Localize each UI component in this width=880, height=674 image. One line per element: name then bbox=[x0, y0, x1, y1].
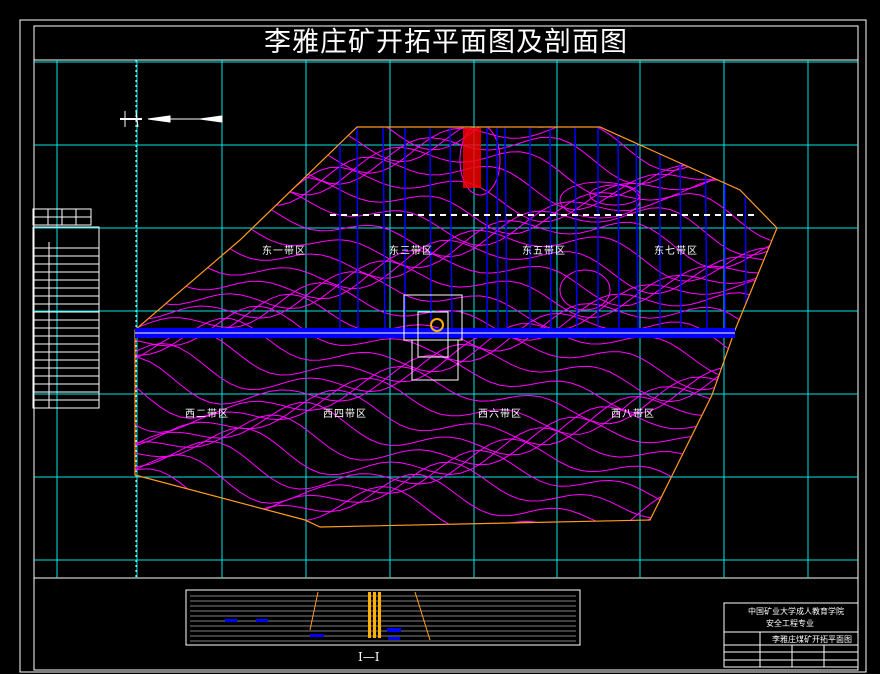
title-block-institution: 中国矿业大学成人教育学院 bbox=[748, 607, 844, 616]
roadway-line bbox=[549, 127, 552, 331]
zone-label-east-5: 东五带区 bbox=[522, 246, 566, 257]
contour-line bbox=[135, 365, 777, 425]
zone-label-east-3: 东三带区 bbox=[389, 246, 433, 257]
roadway-line bbox=[704, 127, 708, 331]
contour-closed bbox=[589, 184, 641, 206]
contour-line bbox=[135, 127, 777, 151]
roadway-line bbox=[635, 127, 639, 331]
contour-line bbox=[135, 377, 777, 435]
section-label: I—I bbox=[358, 650, 380, 664]
contour-line bbox=[135, 127, 777, 185]
roadway-line bbox=[449, 127, 453, 331]
roadway-line bbox=[382, 127, 386, 331]
contour-line bbox=[135, 260, 777, 319]
roadway-line bbox=[617, 127, 620, 331]
north-arrow bbox=[120, 111, 223, 128]
roadway-line bbox=[429, 127, 432, 331]
title-block bbox=[723, 602, 859, 668]
section-view bbox=[185, 589, 581, 646]
contour-line bbox=[135, 233, 777, 295]
contour-line bbox=[135, 249, 777, 307]
contour-line bbox=[135, 209, 777, 269]
outer-frame bbox=[19, 19, 867, 673]
contour-line bbox=[135, 177, 777, 235]
contour-line bbox=[135, 438, 777, 498]
contour-line bbox=[135, 271, 777, 330]
legend-table bbox=[32, 208, 100, 409]
contour-line bbox=[135, 401, 777, 456]
title-block-drawing-name: 李雅庄煤矿开拓平面图 bbox=[772, 635, 852, 644]
main-roadway bbox=[135, 214, 755, 338]
contour-line bbox=[135, 427, 777, 486]
zone-label-west-6: 西六带区 bbox=[478, 409, 522, 420]
roadway-line bbox=[504, 127, 508, 331]
contour-closed bbox=[459, 127, 501, 196]
contour-line bbox=[135, 414, 777, 475]
contour-line bbox=[135, 318, 777, 379]
contour-lines bbox=[135, 127, 777, 527]
zone-label-east-7: 东七带区 bbox=[654, 246, 698, 257]
contour-line bbox=[135, 221, 777, 282]
contour-closed bbox=[559, 269, 611, 311]
contour-line bbox=[135, 486, 777, 527]
roadway-line bbox=[356, 127, 359, 331]
zone-label-west-4: 西四带区 bbox=[323, 409, 367, 420]
contour-line bbox=[135, 461, 777, 519]
contour-line bbox=[135, 127, 777, 163]
contour-line bbox=[135, 342, 777, 403]
contour-line bbox=[135, 305, 777, 366]
roadway-line bbox=[496, 127, 499, 331]
contour-closed bbox=[559, 181, 641, 219]
zone-label-west-8: 西八带区 bbox=[611, 409, 655, 420]
title-block-major: 安全工程专业 bbox=[766, 619, 814, 628]
roadway-line bbox=[679, 127, 682, 331]
contour-line bbox=[135, 282, 777, 341]
drawing-title: 李雅庄矿开拓平面图及剖面图 bbox=[264, 27, 628, 58]
shaft-yard bbox=[403, 128, 481, 381]
zone-label-east-1: 东一带区 bbox=[262, 246, 306, 257]
roadway-line bbox=[744, 127, 747, 331]
coordinate-grid bbox=[34, 60, 858, 578]
zone-label-west-2: 西二带区 bbox=[185, 409, 229, 420]
contour-line bbox=[135, 354, 777, 414]
roadway-line bbox=[574, 127, 578, 331]
contour-line bbox=[135, 330, 777, 391]
